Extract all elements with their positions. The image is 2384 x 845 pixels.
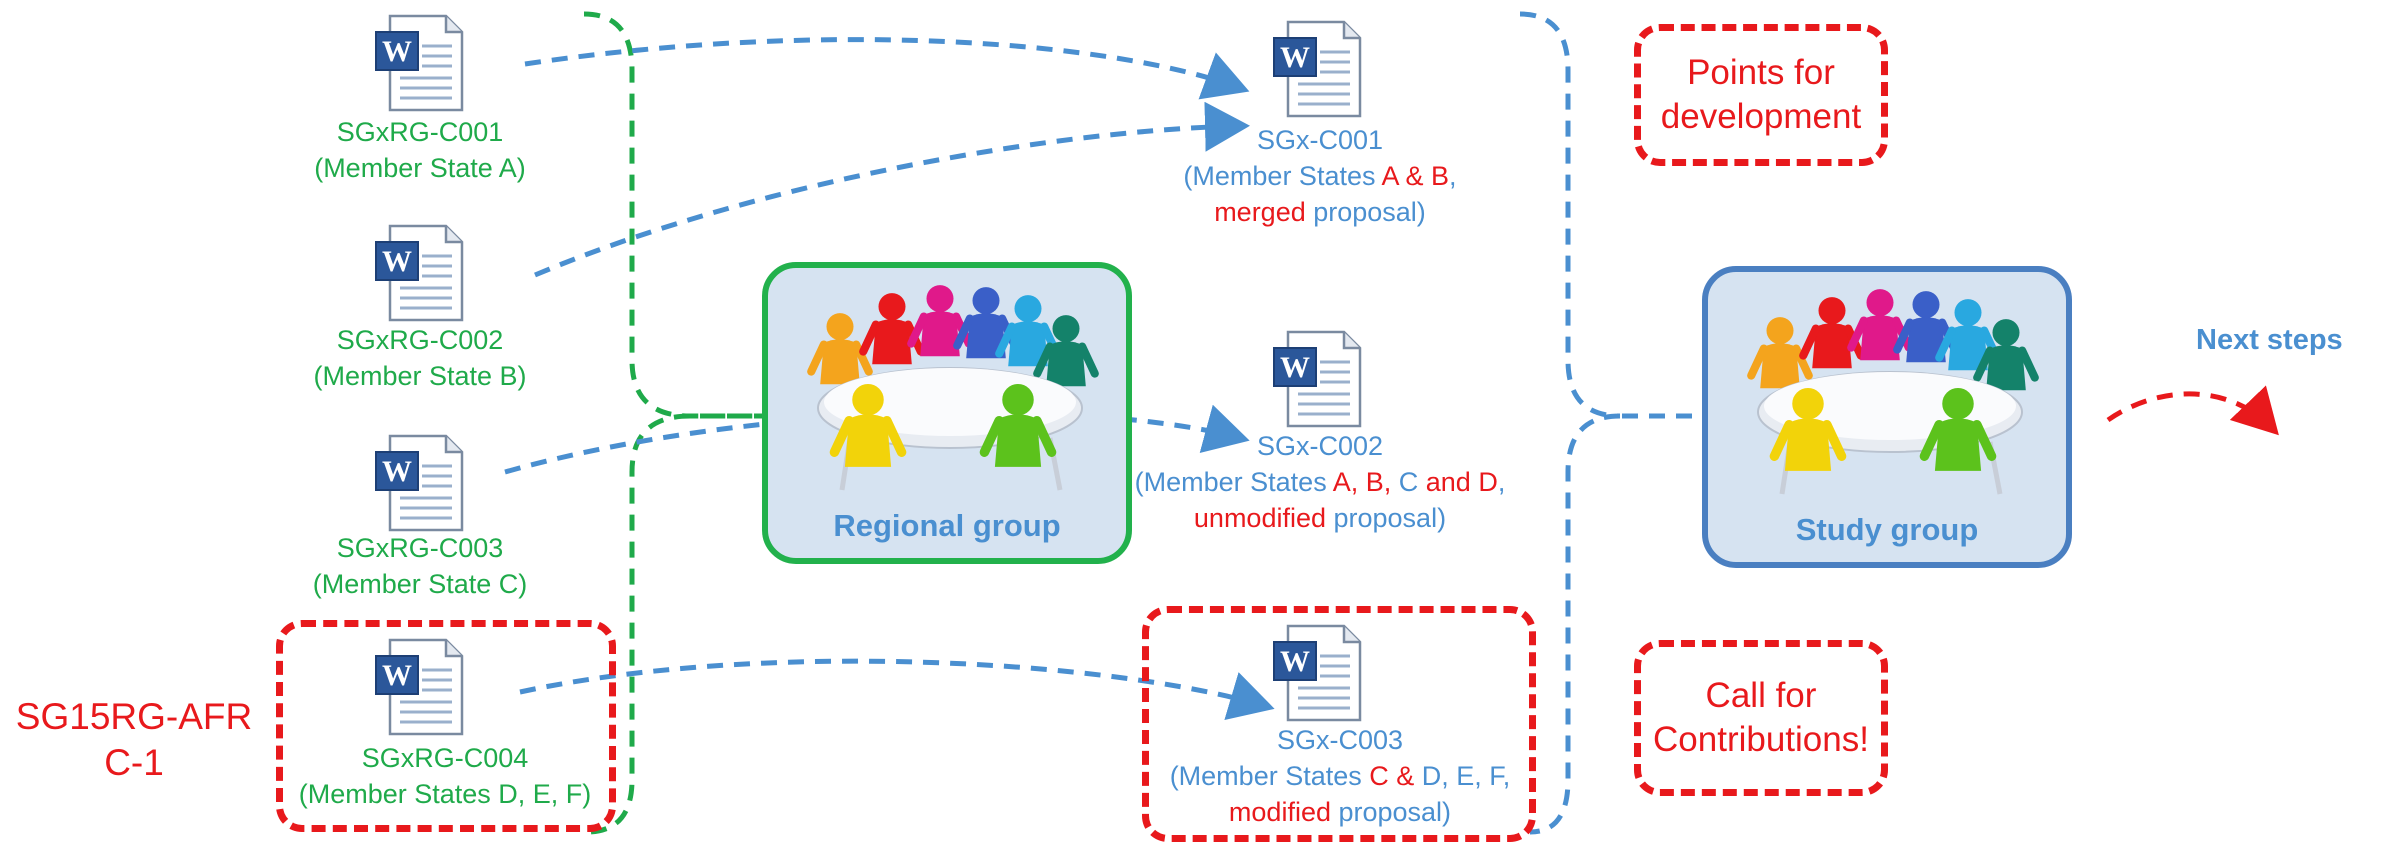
arrow-c001-to-sgx-c001 [524,37,1250,100]
input-doc-source: (Member States D, E, F) [298,779,592,809]
text-segment: , [1449,161,1457,191]
output-doc-states: (Member States A, B, C and D, [1100,464,1540,500]
points-for-development-text: Points for development [1660,53,1862,136]
call-for-contributions-callout: Call for Contributions! [1634,640,1888,796]
output-doc-type: unmodified proposal) [1100,500,1540,536]
output-doc-states: (Member States A & B, [1120,158,1520,194]
svg-text:W: W [382,455,412,488]
input-doc-label: SGxRG-C003 (Member State C) [300,530,540,602]
svg-text:W: W [382,245,412,278]
word-document-icon: W [372,12,468,114]
output-doc-label: SGx-C001 (Member States A & B, merged pr… [1120,122,1520,230]
input-doc-code: SGxRG-C002 [336,325,504,355]
study-group-label: Study group [1795,512,1979,547]
text-segment: proposal) [1326,503,1447,533]
input-doc-label: SGxRG-C004 (Member States D, E, F) [280,740,610,812]
text-segment: (Member States [1134,467,1333,497]
text-segment: (Member States [1183,161,1382,191]
study-group-box: Study group [1702,266,2072,568]
text-segment: proposal) [1305,197,1426,227]
text-segment: C [1391,467,1426,497]
text-segment: merged [1214,197,1306,227]
regional-group-label: Regional group [833,508,1061,543]
highlight-box-c004 [276,620,616,832]
word-document-icon: W [372,432,468,534]
input-doc-code: SGxRG-C003 [336,533,504,563]
svg-text:W: W [1280,645,1310,678]
svg-text:W: W [1280,41,1310,74]
input-doc-label: SGxRG-C001 (Member State A) [300,114,540,186]
green-brace [583,11,770,835]
arrow-c002-to-sgx-c001 [534,101,1250,278]
word-document-icon: W [372,636,468,738]
sg15rg-afr-label: SG15RG-AFR C-1 [15,696,253,783]
output-doc-code: SGx-C002 [1256,431,1384,461]
word-document-icon: W [1270,18,1366,120]
text-segment: A & B [1381,161,1450,191]
word-document-icon: W [1270,328,1366,430]
svg-text:W: W [382,659,412,692]
highlight-box-sgx-c003 [1142,606,1536,842]
call-for-contributions-text: Call for Contributions! [1653,676,1869,759]
points-for-development-callout: Points for development [1634,24,1888,166]
input-doc-code: SGxRG-C001 [336,117,504,147]
output-doc-states: (Member States C & D, E, F, [1130,758,1550,794]
input-doc-source: (Member State A) [314,153,526,183]
output-doc-type: merged proposal) [1120,194,1520,230]
arrow-c004-to-sgx-c003 [519,658,1275,721]
svg-text:W: W [382,35,412,68]
input-doc-source: (Member State B) [313,361,527,391]
text-segment: , [1497,467,1506,497]
output-doc-code: SGx-C003 [1276,725,1404,755]
output-doc-label: SGx-C002 (Member States A, B, C and D, u… [1100,428,1540,536]
output-doc-type: modified proposal) [1130,794,1550,830]
text-segment: and D [1425,467,1498,497]
output-doc-code: SGx-C001 [1256,125,1384,155]
next-steps-arrow [2106,385,2279,436]
text-segment: A, B, [1332,467,1392,497]
input-doc-code: SGxRG-C004 [361,743,529,773]
text-segment: proposal) [1330,797,1452,827]
text-segment: C & [1369,761,1415,791]
blue-brace [1519,11,1621,835]
text-segment: unmodified [1193,503,1326,533]
text-segment: modified [1228,797,1331,827]
regional-group-box: Regional group [762,262,1132,564]
text-segment: D, E, F, [1414,761,1511,791]
output-doc-label: SGx-C003 (Member States C & D, E, F, mod… [1130,722,1550,830]
meeting-people-icon [780,278,1114,500]
input-doc-label: SGxRG-C002 (Member State B) [300,322,540,394]
text-segment: (Member States [1169,761,1370,791]
word-document-icon: W [1270,622,1366,724]
input-doc-source: (Member State C) [312,569,528,599]
meeting-people-icon [1720,282,2054,504]
next-steps-label: Next steps [2196,324,2343,356]
word-document-icon: W [372,222,468,324]
svg-text:W: W [1280,351,1310,384]
